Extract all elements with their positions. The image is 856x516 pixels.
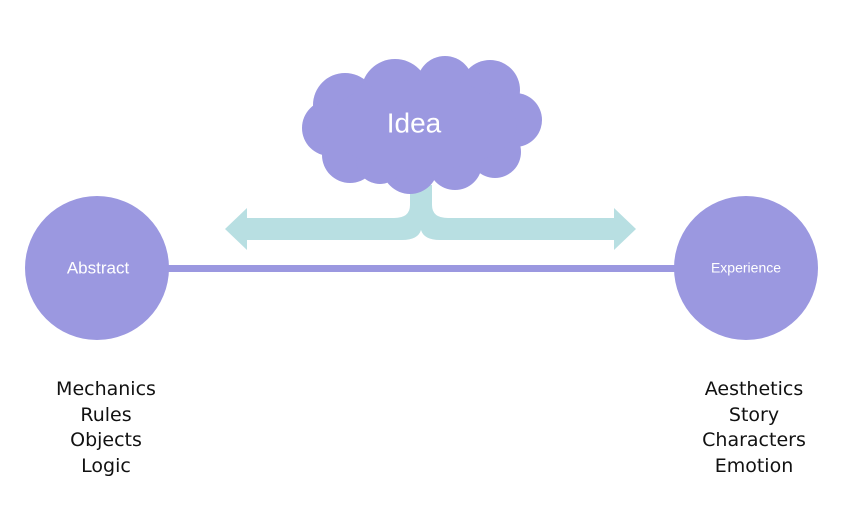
split-arrow <box>225 185 636 250</box>
list-item: Mechanics <box>56 378 156 400</box>
idea-cloud <box>302 56 542 194</box>
experience-label: Experience <box>711 260 781 276</box>
experience-items: Aesthetics Story Characters Emotion <box>654 377 854 479</box>
experience-node <box>674 196 818 340</box>
idea-label: Idea <box>387 107 442 138</box>
list-item: Objects <box>70 429 142 451</box>
list-item: Logic <box>81 454 131 477</box>
list-item: Emotion <box>714 454 794 477</box>
connector-line <box>165 265 680 272</box>
abstract-items: Mechanics Rules Objects Logic <box>6 377 206 479</box>
list-item: Aesthetics <box>704 378 804 400</box>
abstract-node <box>25 196 169 340</box>
list-item: Rules <box>80 403 132 426</box>
list-item: Story <box>728 403 780 426</box>
list-item: Characters <box>702 429 806 451</box>
abstract-label: Abstract <box>67 258 130 277</box>
